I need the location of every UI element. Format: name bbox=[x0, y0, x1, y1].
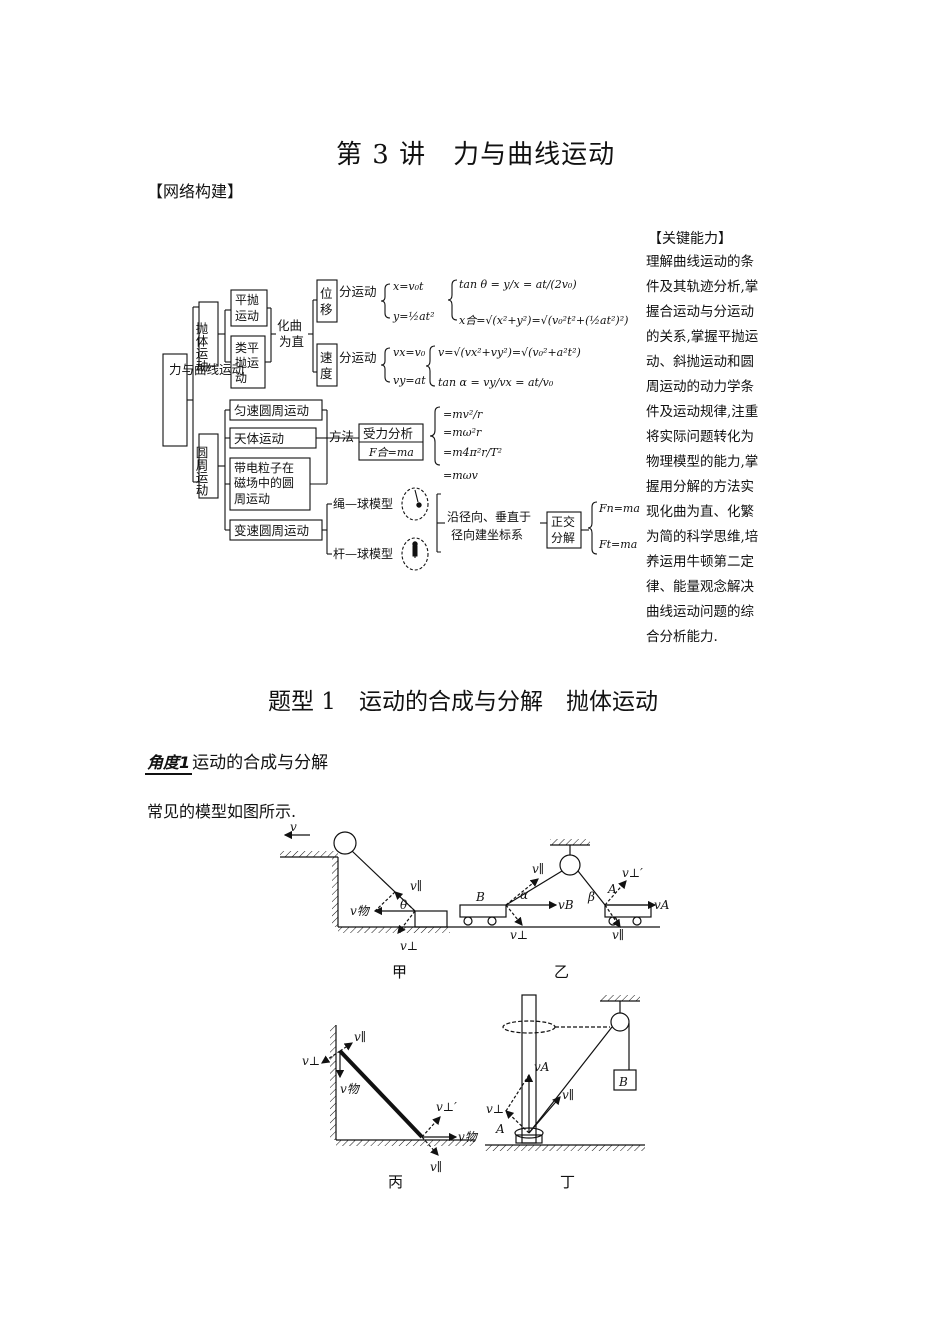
svg-text:度: 度 bbox=[320, 366, 333, 381]
svg-text:v∥: v∥ bbox=[562, 1088, 574, 1102]
sub-motion-2: 分运动 bbox=[339, 350, 377, 365]
svg-text:移: 移 bbox=[320, 302, 333, 317]
svg-text:为直: 为直 bbox=[279, 334, 304, 349]
svg-text:α: α bbox=[520, 888, 528, 902]
svg-text:vA: vA bbox=[654, 898, 670, 912]
svg-text:vy=at: vy=at bbox=[393, 374, 426, 387]
svg-text:v: v bbox=[290, 820, 297, 834]
svg-text:沿径向、垂直于: 沿径向、垂直于 bbox=[447, 509, 531, 524]
svg-text:=m4π²r/T²: =m4π²r/T² bbox=[443, 446, 502, 459]
svg-text:磁场中的圆: 磁场中的圆 bbox=[234, 475, 294, 490]
svg-text:速: 速 bbox=[320, 350, 333, 365]
key-ability-text: 理解曲线运动的条 件及其轨迹分析,掌 握合运动与分运动 的关系,掌握平抛运 动、… bbox=[646, 254, 759, 645]
caption-bing: 丙 bbox=[388, 1173, 403, 1191]
svg-text:抛运: 抛运 bbox=[235, 355, 259, 370]
svg-text:v=√(vx²+vy²)=√(v₀²+a²t²): v=√(vx²+vy²)=√(v₀²+a²t²) bbox=[438, 346, 581, 359]
sub-motion-1: 分运动 bbox=[339, 284, 377, 299]
svg-text:F合=ma: F合=ma bbox=[368, 446, 414, 459]
svg-text:v⊥′: v⊥′ bbox=[436, 1100, 457, 1114]
svg-text:Fn=ma: Fn=ma bbox=[598, 502, 640, 515]
svg-text:=mω²r: =mω²r bbox=[443, 426, 482, 439]
projectile-text: 抛体运动 bbox=[194, 321, 209, 373]
svg-text:v⊥: v⊥ bbox=[486, 1102, 504, 1116]
circular-text: 圆周运动 bbox=[194, 446, 209, 497]
svg-text:A: A bbox=[607, 882, 617, 896]
svg-text:x合=√(x²+y²)=√(v₀²t²+(½at²)²): x合=√(x²+y²)=√(v₀²t²+(½at²)²) bbox=[459, 314, 628, 327]
caption-jia: 甲 bbox=[392, 963, 407, 981]
svg-text:=mωv: =mωv bbox=[443, 469, 479, 482]
svg-text:v物: v物 bbox=[350, 904, 371, 918]
svg-text:位: 位 bbox=[320, 286, 333, 301]
svg-text:分解: 分解 bbox=[551, 531, 575, 545]
svg-text:变速圆周运动: 变速圆周运动 bbox=[234, 523, 309, 538]
svg-text:动: 动 bbox=[235, 371, 247, 385]
figure-jia bbox=[280, 830, 450, 934]
svg-text:=mv²/r: =mv²/r bbox=[443, 408, 483, 421]
section-title: 题型 1 运动的合成与分解 抛体运动 bbox=[268, 689, 658, 715]
svg-text:化曲: 化曲 bbox=[277, 318, 302, 333]
svg-text:正交: 正交 bbox=[551, 514, 575, 529]
angle-title: 运动的合成与分解 bbox=[192, 753, 329, 773]
figure-ding bbox=[485, 994, 645, 1151]
page-title: 第 3 讲 力与曲线运动 bbox=[336, 140, 616, 170]
svg-text:径向建坐标系: 径向建坐标系 bbox=[451, 527, 523, 542]
svg-text:vA: vA bbox=[534, 1060, 550, 1074]
figure-yi bbox=[450, 839, 660, 928]
svg-text:v⊥: v⊥ bbox=[302, 1054, 320, 1068]
key-ability-label: 【关键能力】 bbox=[648, 231, 732, 247]
svg-text:受力分析: 受力分析 bbox=[363, 426, 413, 441]
svg-text:v∥: v∥ bbox=[612, 928, 624, 942]
figure-bing bbox=[321, 1025, 475, 1156]
svg-text:B: B bbox=[475, 890, 485, 904]
intro-text: 常见的模型如图所示. bbox=[147, 802, 297, 821]
svg-text:β: β bbox=[587, 890, 595, 904]
svg-text:带电粒子在: 带电粒子在 bbox=[234, 460, 294, 475]
svg-text:tan α = vy/vx = at/v₀: tan α = vy/vx = at/v₀ bbox=[438, 376, 554, 389]
caption-ding: 丁 bbox=[560, 1173, 575, 1191]
knowledge-network-diagram: 力与曲线运动 抛体运动 圆周运动 平抛 运动 类平 抛运 动 化曲 为直 位 移… bbox=[162, 278, 640, 571]
svg-text:vB: vB bbox=[558, 898, 574, 912]
svg-text:v物: v物 bbox=[458, 1130, 479, 1144]
svg-text:θ: θ bbox=[400, 898, 408, 912]
svg-text:tan θ = y/x = at/(2v₀): tan θ = y/x = at/(2v₀) bbox=[459, 278, 577, 291]
svg-text:y=½at²: y=½at² bbox=[392, 310, 434, 323]
svg-text:v⊥: v⊥ bbox=[400, 939, 418, 953]
svg-text:天体运动: 天体运动 bbox=[234, 431, 284, 446]
svg-text:v∥: v∥ bbox=[410, 879, 422, 893]
svg-text:vx=v₀: vx=v₀ bbox=[393, 346, 426, 359]
caption-yi: 乙 bbox=[554, 963, 569, 981]
svg-text:杆—球模型: 杆—球模型 bbox=[333, 547, 393, 561]
root-text: 力与曲线运动 bbox=[169, 362, 244, 377]
svg-text:匀速圆周运动: 匀速圆周运动 bbox=[234, 403, 309, 418]
svg-text:v⊥′: v⊥′ bbox=[622, 866, 643, 880]
svg-text:A: A bbox=[495, 1122, 505, 1136]
svg-text:v∥: v∥ bbox=[532, 862, 544, 876]
svg-text:v∥: v∥ bbox=[430, 1160, 442, 1174]
svg-text:B: B bbox=[618, 1075, 628, 1089]
svg-text:v⊥: v⊥ bbox=[510, 928, 528, 942]
svg-text:周运动: 周运动 bbox=[234, 492, 270, 506]
svg-text:方法: 方法 bbox=[329, 429, 354, 444]
flat-throw-text: 平抛 bbox=[235, 292, 259, 307]
svg-text:运动: 运动 bbox=[235, 309, 259, 323]
svg-text:v物: v物 bbox=[340, 1082, 361, 1096]
angle-badge: 角度1 bbox=[145, 749, 193, 775]
network-label: 【网络构建】 bbox=[147, 182, 244, 201]
svg-text:类平: 类平 bbox=[235, 341, 259, 355]
svg-text:v∥: v∥ bbox=[354, 1030, 366, 1044]
svg-text:绳—球模型: 绳—球模型 bbox=[333, 497, 393, 511]
motion-models-figure: v v∥ v物 θ v⊥ 甲 B v∥ α vB v⊥ β A v⊥′ bbox=[280, 820, 670, 1191]
svg-text:Ft=ma: Ft=ma bbox=[598, 538, 637, 551]
svg-text:x=v₀t: x=v₀t bbox=[393, 280, 424, 293]
